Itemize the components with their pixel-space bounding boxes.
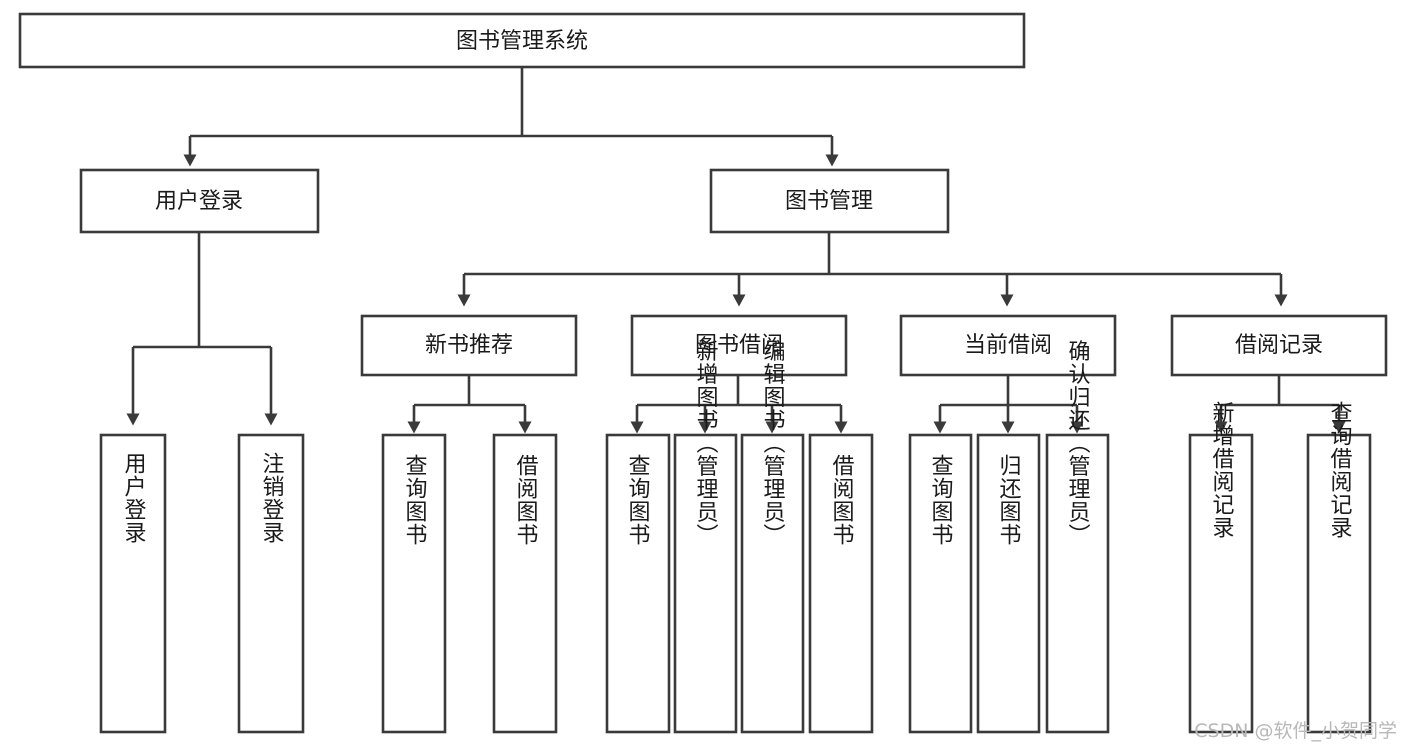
node-leaf-query-book-2-label: 查询图书 bbox=[625, 454, 651, 546]
connector-bookborrow-to-leaves bbox=[630, 375, 848, 434]
node-book-manage-label: 图书管理 bbox=[785, 189, 873, 214]
node-leaf-query-book-2[interactable]: 查询图书 bbox=[605, 433, 671, 734]
node-leaf-edit-book[interactable]: 编辑图书（管理员） bbox=[740, 340, 805, 734]
csdn-watermark: CSDN @软件_小贺同学 bbox=[1194, 720, 1397, 742]
node-leaf-query-record[interactable]: 查询借阅记录 bbox=[1306, 401, 1372, 734]
node-new-book-recommend-label: 新书推荐 bbox=[425, 333, 513, 358]
connector-currentborrow-to-leaves bbox=[933, 375, 1084, 434]
node-leaf-user-login[interactable]: 用户登录 bbox=[99, 433, 167, 734]
node-leaf-query-book-3-label: 查询图书 bbox=[928, 454, 954, 546]
node-leaf-logout-login[interactable]: 注销登录 bbox=[237, 433, 305, 734]
node-root[interactable]: 图书管理系统 bbox=[18, 12, 1026, 69]
node-leaf-add-book[interactable]: 新增图书（管理员） bbox=[673, 340, 738, 734]
node-book-borrow[interactable]: 图书借阅 bbox=[630, 314, 848, 377]
node-leaf-query-book-3[interactable]: 查询图书 bbox=[908, 433, 973, 734]
node-leaf-return-book[interactable]: 归还图书 bbox=[976, 433, 1041, 734]
node-user-login[interactable]: 用户登录 bbox=[79, 168, 320, 234]
node-borrow-record[interactable]: 借阅记录 bbox=[1170, 314, 1388, 377]
node-user-login-label: 用户登录 bbox=[155, 189, 243, 214]
node-leaf-confirm-return-label: 确认归还（管理员） bbox=[1065, 340, 1091, 547]
node-leaf-add-book-label: 新增图书（管理员） bbox=[693, 340, 719, 547]
node-leaf-query-book-1-label: 查询图书 bbox=[402, 454, 428, 546]
node-leaf-borrow-book-1-label: 借阅图书 bbox=[513, 454, 539, 546]
node-book-manage[interactable]: 图书管理 bbox=[709, 168, 950, 234]
node-leaf-return-book-label: 归还图书 bbox=[996, 454, 1022, 546]
node-leaf-query-book-1[interactable]: 查询图书 bbox=[381, 433, 447, 734]
node-current-borrow[interactable]: 当前借阅 bbox=[899, 314, 1117, 377]
node-leaf-edit-book-label: 编辑图书（管理员） bbox=[760, 340, 786, 547]
node-leaf-confirm-return[interactable]: 确认归还（管理员） bbox=[1045, 340, 1110, 734]
node-leaf-add-record[interactable]: 新增借阅记录 bbox=[1188, 401, 1254, 734]
node-new-book-recommend[interactable]: 新书推荐 bbox=[360, 314, 578, 377]
node-leaf-borrow-book-2[interactable]: 借阅图书 bbox=[808, 433, 874, 734]
connector-root-to-level2 bbox=[183, 67, 839, 167]
node-leaf-logout-login-label: 注销登录 bbox=[259, 452, 285, 544]
connector-userlogin-to-leaves bbox=[126, 232, 278, 426]
node-leaf-borrow-book-2-label: 借阅图书 bbox=[829, 454, 855, 546]
node-root-label: 图书管理系统 bbox=[456, 29, 588, 54]
node-borrow-record-label: 借阅记录 bbox=[1235, 333, 1323, 358]
node-current-borrow-label: 当前借阅 bbox=[964, 333, 1052, 358]
node-leaf-borrow-book-1[interactable]: 借阅图书 bbox=[492, 433, 558, 734]
node-leaf-user-login-label: 用户登录 bbox=[121, 452, 147, 544]
node-leaf-add-record-label: 新增借阅记录 bbox=[1209, 401, 1235, 539]
connector-newbook-to-leaves bbox=[407, 375, 532, 434]
node-book-borrow-label: 图书借阅 bbox=[695, 333, 783, 358]
node-leaf-query-record-label: 查询借阅记录 bbox=[1327, 401, 1353, 539]
connector-bookmanage-to-level3 bbox=[457, 232, 1288, 307]
connector-borrowrecord-to-leaves bbox=[1214, 375, 1346, 434]
